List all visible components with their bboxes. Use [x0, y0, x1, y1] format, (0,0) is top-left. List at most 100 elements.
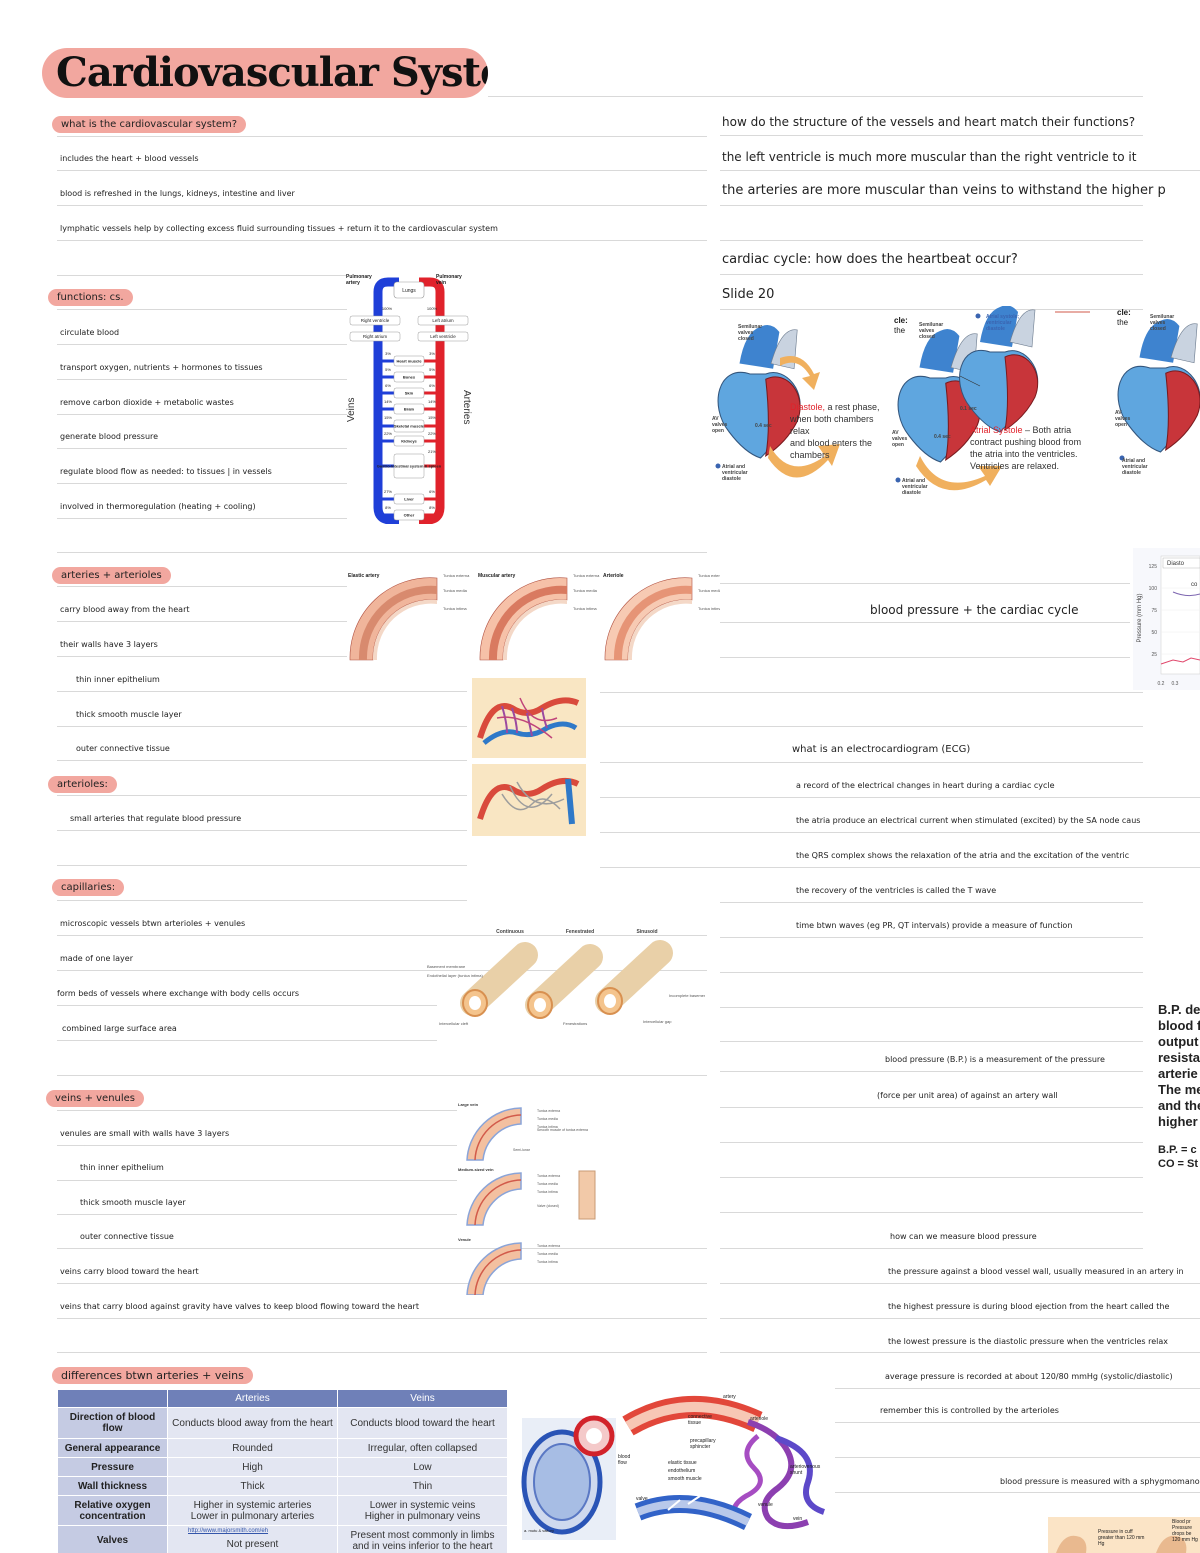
vessel-media: [613, 585, 692, 660]
note-line: blood pressure (B.P.) is a measurement o…: [885, 1055, 1105, 1064]
tunica-label: Tunica intima: [698, 606, 720, 611]
note-line: their walls have 3 layers: [60, 640, 158, 649]
vein-label: Smooth muscle of tunica externa: [537, 1128, 588, 1132]
note-line: lymphatic vessels help by collecting exc…: [60, 224, 498, 233]
tunica-label: Tunica media: [443, 588, 468, 593]
divider: [720, 1071, 1143, 1072]
bp-side-text: B.P. de blood f output resista arterie T…: [1158, 1002, 1200, 1130]
divider: [57, 1180, 457, 1181]
pressure-series: [1172, 591, 1200, 597]
organ-label: Gastro-intestinal system & spleen: [377, 464, 442, 469]
divider: [57, 552, 707, 553]
divider: [57, 586, 347, 587]
cardiac-cycle-question: cardiac cycle: how does the heartbeat oc…: [722, 252, 1018, 267]
note-line: involved in thermoregulation (heating + …: [60, 502, 256, 511]
organ-label: Bones: [403, 375, 416, 380]
divider: [57, 448, 347, 449]
divider: [720, 937, 1143, 938]
vein-type-label: Venule: [458, 1237, 472, 1242]
note-line: combined large surface area: [62, 1024, 177, 1033]
tunica-label: Tunica intima: [443, 606, 467, 611]
bp-cuff-image: Pressure in cuff greater than 120 mm Hg …: [1048, 1517, 1200, 1553]
note-line: the left ventricle is much more muscular…: [722, 150, 1137, 164]
note-line: circulate blood: [60, 328, 120, 337]
divider: [720, 1212, 1143, 1213]
note-line: the recovery of the ventricles is called…: [796, 886, 997, 895]
fig-label: AV valves open: [712, 416, 728, 434]
heart-vessel: [1170, 323, 1198, 364]
micro-label: arteriole: [750, 1416, 769, 1422]
pulmonary-artery-label: Pulmonary artery: [346, 274, 372, 286]
capillary-lumen: [469, 996, 481, 1010]
divider: [57, 830, 467, 831]
chart-annotation: co: [1191, 582, 1198, 588]
row-label: Valves: [57, 1525, 168, 1553]
left-ventricle-label: Left ventricle: [430, 334, 456, 339]
capillary-label: Basement membrane: [427, 964, 466, 969]
heart-vessel: [919, 329, 960, 373]
table-header: [57, 1389, 168, 1408]
table-cell: Lower in systemic veins Higher in pulmon…: [337, 1495, 508, 1526]
side-line: The me: [1158, 1082, 1200, 1097]
capillary-bed-image: [472, 764, 586, 836]
organ-pct: 6%: [429, 383, 435, 388]
organ-pct: 5%: [385, 367, 391, 372]
heart-vessel: [980, 306, 1018, 347]
organ-box: [393, 509, 425, 521]
fig-label: 0.4 sec: [755, 423, 772, 429]
url-snippet[interactable]: http://www.majorsmith.com/eh: [188, 1528, 269, 1534]
table-row: General appearance Rounded Irregular, of…: [57, 1438, 508, 1458]
note-line: thick smooth muscle layer: [76, 710, 182, 719]
divider: [57, 205, 707, 206]
heart-left-side: [1165, 370, 1200, 452]
organ-box: [393, 419, 425, 433]
fig-label: 0.4 sec: [934, 434, 951, 440]
vein-wall: [466, 1172, 522, 1226]
heart-left-side: [765, 376, 801, 458]
row-label: Direction of blood flow: [57, 1407, 168, 1439]
divider: [57, 136, 707, 137]
divider: [57, 1110, 457, 1111]
divider: [720, 1318, 1200, 1319]
measure-heading: how can we measure blood pressure: [890, 1232, 1037, 1241]
note-line: made of one layer: [60, 954, 133, 963]
caption-text: relax: [790, 426, 810, 436]
vein-label: Valve (closed): [537, 1204, 559, 1208]
table-cell: Rounded: [167, 1438, 338, 1458]
page-title: Cardiovascular System: [42, 48, 488, 98]
fig-label: Semilunar valves closed: [919, 322, 944, 340]
note-line: thick smooth muscle layer: [80, 1198, 186, 1207]
divider: [835, 1388, 1200, 1389]
table-cell-text: Not present: [226, 1539, 279, 1550]
divider: [57, 170, 707, 171]
organ-boxes: Heart muscle3%3%Bones5%5%Skin6%6%Brain14…: [377, 351, 442, 521]
organ-box: [393, 387, 425, 399]
right-atrium-label: Right atrium: [363, 334, 388, 339]
note-line: thin inner epithelium: [76, 675, 160, 684]
divider: [720, 274, 1143, 275]
status-dot: [895, 477, 901, 483]
table-cell: Higher in systemic arteries Lower in pul…: [167, 1495, 338, 1526]
tunica-label: Tunica externa: [537, 1109, 560, 1113]
fig-label: Semilunar valves closed: [738, 324, 763, 342]
micro-caption: a. mutu & valtory: [524, 1528, 555, 1533]
organ-box: [393, 371, 425, 383]
organ-pct: 21%: [428, 449, 436, 454]
fig-label: the: [894, 326, 906, 335]
cuff-label: Blood pr Pressure drops be 120 mm Hg: [1172, 1519, 1198, 1543]
tunica-label: Tunica externa: [573, 573, 600, 578]
status-dot: [975, 313, 981, 319]
heart-left-side: [1004, 354, 1039, 432]
pressure-series: [1160, 657, 1200, 665]
micro-label: vein: [793, 1516, 803, 1522]
micro-label: precapillary sphincter: [690, 1438, 716, 1450]
divider: [57, 970, 707, 971]
divider: [720, 583, 1130, 584]
micro-label: artery: [723, 1394, 736, 1400]
organ-pct: 22%: [428, 431, 436, 436]
section-heading-functions: functions: cs.: [48, 289, 133, 306]
heart-vessel: [1139, 319, 1180, 363]
divider: [720, 1007, 1143, 1008]
divider: [720, 902, 1143, 903]
divider: [57, 1145, 457, 1146]
